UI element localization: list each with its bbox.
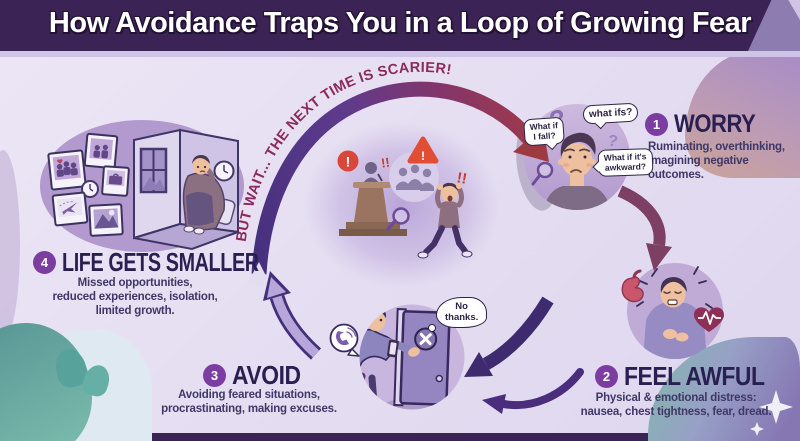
room-corner (133, 128, 239, 251)
stage-2-description: Physical & emotional distress: nausea, c… (580, 392, 772, 419)
memory-photo-people (47, 149, 87, 191)
speech-bubble-what-ifs: what ifs? (582, 102, 639, 125)
magnifier-icon (386, 207, 410, 231)
svg-text:!: ! (421, 149, 425, 163)
bottom-border-bar (0, 433, 800, 441)
avoid-illustration (329, 304, 465, 410)
stage-3-description: Avoiding feared situations, procrastinat… (161, 389, 337, 416)
window-icon (139, 147, 168, 194)
sun-icon (108, 209, 115, 216)
stomach-icon (621, 269, 644, 303)
memory-photo-briefcase (101, 165, 130, 197)
scared-person (417, 182, 473, 259)
phone-in-hand (387, 339, 399, 358)
magnifier-icon (531, 161, 554, 186)
wall-clock-icon (213, 160, 235, 182)
stage-1-header: 1 WORRY (645, 110, 766, 139)
stage-4-number-badge: 4 (33, 251, 56, 274)
arrow-avoid-to-loop (263, 271, 322, 360)
feel-awful-illustration (621, 263, 724, 359)
question-mark-icon: ? (606, 132, 619, 150)
life-gets-smaller-illustration (40, 120, 244, 252)
arrow-worry-to-feelawful (617, 185, 672, 271)
stress-marks (636, 266, 713, 309)
stage-1-number-badge: 1 (645, 113, 668, 136)
ribbon-tail-notch (247, 262, 271, 286)
feared-situation-illustration: ! !! ! (304, 121, 500, 289)
stage-4-heading: LIFE GETS SMALLER (62, 247, 259, 277)
page-title: How Avoidance Traps You in a Loop of Gro… (48, 7, 752, 39)
warning-triangle-icon: ! (407, 136, 439, 164)
title-bar (0, 0, 800, 51)
heart-ecg-icon (694, 307, 724, 332)
podium-speaker (339, 162, 407, 236)
memory-photo-family (83, 132, 119, 170)
sparkle-icon (750, 390, 793, 436)
double-exclamation-icon: !! (455, 169, 468, 187)
double-exclamation-icon: !! (380, 155, 391, 171)
stage-1-description: Ruminating, overthinking, imagining nega… (648, 141, 785, 182)
phone-icon (336, 331, 349, 346)
left-edge-smudge (0, 150, 20, 340)
stage-3-header: 3 AVOID (203, 360, 310, 391)
stage-2-heading: FEEL AWFUL (624, 361, 765, 391)
stage-4-description: Missed opportunities, reduced experience… (52, 277, 218, 318)
isolated-person (182, 155, 226, 235)
stage-2-header: 2 FEEL AWFUL (595, 361, 784, 392)
speech-bubble-awkward: What if it's awkward? (597, 148, 654, 177)
speech-bubble-what-if-i-fall: What if I fall? (523, 116, 566, 147)
stage-1-heading: WORRY (674, 110, 756, 138)
plane-icon (62, 202, 78, 215)
door (393, 308, 451, 407)
alert-circle-icon: ! (337, 150, 359, 172)
title-bar-underline-strip (0, 51, 800, 57)
thought-bubble-no-thanks: No thanks. (427, 297, 488, 333)
arrow-feelawful-to-avoid (482, 368, 584, 414)
title-bar-corner-accent (788, 0, 800, 20)
memory-photo-landscape (88, 203, 124, 237)
briefcase-icon (108, 173, 123, 185)
memory-photo-plane (51, 191, 89, 227)
stage-4-header: 4 LIFE GETS SMALLER (33, 247, 321, 278)
mountains-icon (94, 214, 119, 229)
arrow-loop-to-avoid (464, 296, 554, 377)
stage-2-number-badge: 2 (595, 365, 618, 388)
small-clock-icon (81, 180, 99, 198)
phone-call-bubble (329, 323, 360, 357)
svg-text:!: ! (346, 154, 351, 170)
stage-3-heading: AVOID (232, 360, 301, 390)
stage-3-number-badge: 3 (203, 364, 226, 387)
